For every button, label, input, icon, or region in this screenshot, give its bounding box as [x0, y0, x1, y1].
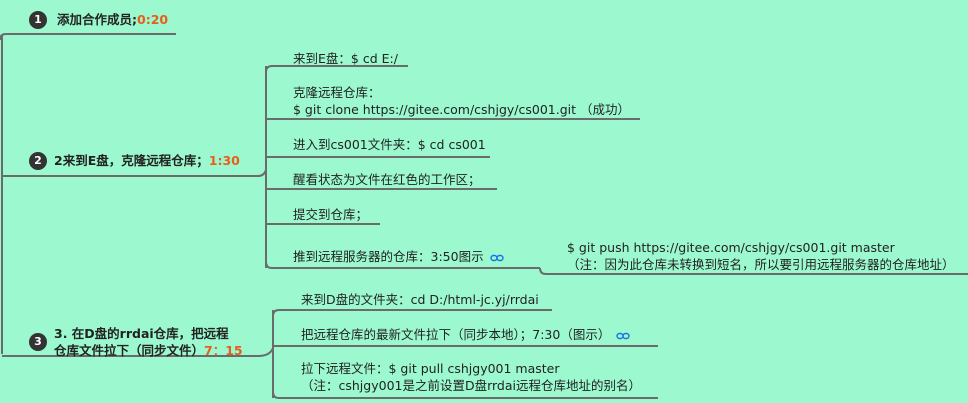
- subnode-line-2: （注：因为此仓库未转换到短名，所以要引用远程服务器的仓库地址）: [567, 257, 955, 272]
- branch-1-time: 0:20: [137, 12, 169, 27]
- branch-2-child-6-subnode[interactable]: $ git push https://gitee.com/cshjgy/cs00…: [567, 239, 955, 273]
- branch-3-title-line-2: 仓库文件拉下（同步文件）: [54, 343, 205, 358]
- branch-3-number-badge: 3: [29, 333, 47, 351]
- branch-2-title[interactable]: 2来到E盘，克隆远程仓库；1:30: [54, 152, 240, 169]
- branch-3-title-line-1: 3. 在D盘的rrdai仓库，把远程: [54, 326, 229, 341]
- branch-2-child-6[interactable]: 推到远程服务器的仓库：3:50图示: [293, 248, 504, 266]
- branch-3-child-2[interactable]: 把远程仓库的最新文件拉下（同步本地）；7:30（图示）: [301, 326, 631, 344]
- branch-1-title-text: 添加合作成员;: [57, 12, 137, 27]
- branch-3-child-3[interactable]: 拉下远程文件：$ git pull cshjgy001 master （注：cs…: [301, 360, 641, 394]
- child-text: 把远程仓库的最新文件拉下（同步本地）；7:30（图示）: [301, 327, 611, 342]
- child-text: 推到远程服务器的仓库：3:50图示: [293, 249, 484, 264]
- branch-2-child-2[interactable]: 克隆远程仓库： $ git clone https://gitee.com/cs…: [293, 84, 630, 118]
- branch-2-child-3[interactable]: 进入到cs001文件夹：$ cd cs001: [293, 136, 486, 153]
- child-text: 来到D盘的文件夹：cd D:/html-jc.yj/rrdai: [301, 292, 539, 307]
- branch-2-number-badge: 2: [29, 152, 47, 170]
- link-icon[interactable]: [489, 249, 504, 266]
- link-icon[interactable]: [616, 327, 631, 344]
- child-text: 提交到仓库；: [293, 207, 369, 222]
- branch-2-title-text: 2来到E盘，克隆远程仓库；: [54, 153, 209, 168]
- branch-2-child-4[interactable]: 醒看状态为文件在红色的工作区；: [293, 171, 481, 188]
- branch-2-time: 1:30: [208, 153, 240, 168]
- branch-2-child-5[interactable]: 提交到仓库；: [293, 206, 368, 223]
- child-text-line-1: 拉下远程文件：$ git pull cshjgy001 master: [301, 361, 560, 376]
- branch-1-title[interactable]: 添加合作成员;0:20: [57, 11, 168, 28]
- subnode-line-1: $ git push https://gitee.com/cshjgy/cs00…: [567, 240, 895, 255]
- branch-2-child-1[interactable]: 来到E盘：$ cd E:/: [293, 50, 398, 67]
- child-text-line-1: 克隆远程仓库：: [293, 85, 381, 100]
- branch-3-time: 7：15: [204, 343, 243, 358]
- child-text: 来到E盘：$ cd E:/: [293, 51, 398, 66]
- child-text: 醒看状态为文件在红色的工作区；: [293, 172, 481, 187]
- child-text-line-2: （注：cshjgy001是之前设置D盘rrdai远程仓库地址的别名）: [301, 378, 642, 393]
- branch-1-number-badge: 1: [29, 11, 47, 29]
- branch-3-child-1[interactable]: 来到D盘的文件夹：cd D:/html-jc.yj/rrdai: [301, 291, 539, 308]
- child-text: 进入到cs001文件夹：$ cd cs001: [293, 137, 486, 152]
- child-text-line-2: $ git clone https://gitee.com/cshjgy/cs0…: [293, 102, 630, 117]
- branch-3-title[interactable]: 3. 在D盘的rrdai仓库，把远程 仓库文件拉下（同步文件）7：15: [54, 325, 243, 359]
